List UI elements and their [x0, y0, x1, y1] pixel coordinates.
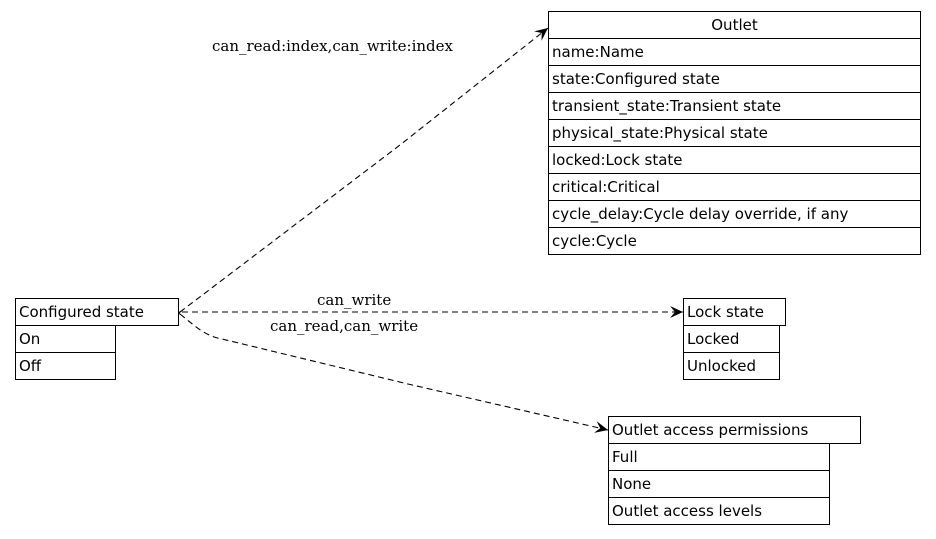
outlet-field-row: name:Name — [548, 38, 921, 66]
outlet-field-row: critical:Critical — [548, 173, 921, 201]
outlet-field-row: transient_state:Transient state — [548, 92, 921, 120]
configured-state-title: Configured state — [15, 298, 179, 326]
edge-label-to-lock: can_write — [317, 291, 391, 309]
edge-label-to-outlet: can_read:index,can_write:index — [212, 37, 454, 55]
configured-state-value: On — [15, 325, 116, 353]
outlet-access-permissions-value: Full — [608, 443, 830, 471]
outlet-field-row: locked:Lock state — [548, 146, 921, 174]
edge-label-to-permissions: can_read,can_write — [270, 317, 418, 335]
outlet-access-permissions-title: Outlet access permissions — [608, 416, 861, 444]
outlet-field-row: cycle_delay:Cycle delay override, if any — [548, 200, 921, 228]
outlet-table-title: Outlet — [548, 11, 921, 39]
outlet-access-permissions-value: None — [608, 470, 830, 498]
outlet-access-permissions-table: Outlet access permissions Full None Outl… — [608, 416, 861, 525]
outlet-field-row: state:Configured state — [548, 65, 921, 93]
edge-to-permissions — [179, 313, 609, 433]
lock-state-value: Locked — [683, 325, 780, 353]
configured-state-table: Configured state On Off — [15, 298, 179, 380]
lock-state-title: Lock state — [683, 298, 786, 326]
outlet-field-row: cycle:Cycle — [548, 227, 921, 255]
outlet-access-permissions-value: Outlet access levels — [608, 497, 830, 525]
edge-to-outlet — [180, 27, 549, 312]
lock-state-value: Unlocked — [683, 352, 780, 380]
lock-state-table: Lock state Locked Unlocked — [683, 298, 786, 380]
configured-state-value: Off — [15, 352, 116, 380]
outlet-table: Outlet name:Name state:Configured state … — [548, 11, 921, 255]
outlet-field-row: physical_state:Physical state — [548, 119, 921, 147]
